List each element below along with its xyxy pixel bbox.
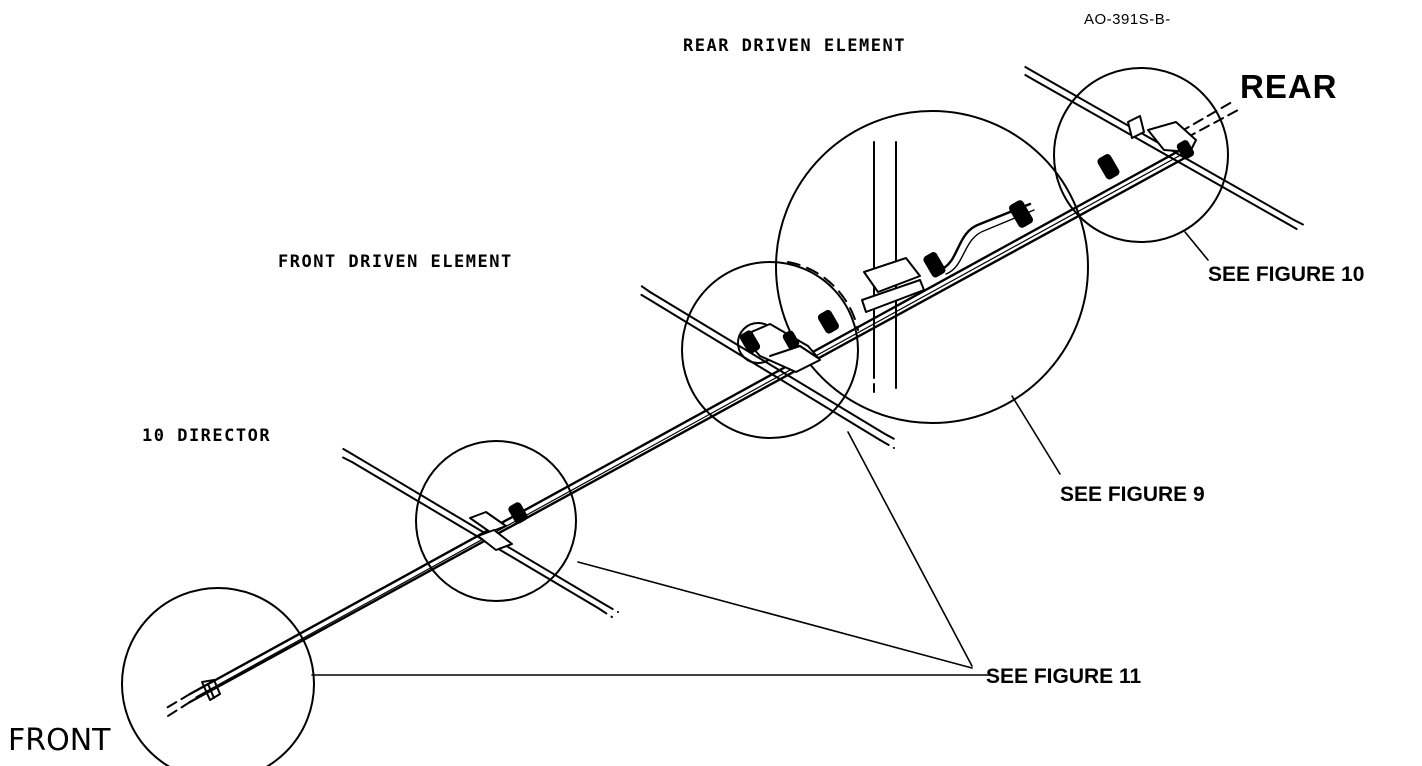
mast (861, 137, 946, 393)
front-driven-element (639, 284, 899, 449)
detail-circle-director (415, 440, 577, 602)
detail-circle-rear (1053, 67, 1229, 243)
hidden-arc (787, 261, 859, 331)
leader-lines (311, 231, 1209, 676)
see-figure-10-callout: SEE FIGURE 10 (1208, 263, 1365, 286)
rear-driven-element-label: REAR DRIVEN ELEMENT (683, 36, 906, 56)
detail-circle-front (121, 587, 315, 766)
document-id: AO-391S-B- (1084, 11, 1171, 28)
see-figure-9-callout: SEE FIGURE 9 (1060, 483, 1205, 506)
feed-line (938, 200, 1035, 275)
detail-circle-rear-driven (775, 110, 1089, 424)
director-label: 10 DIRECTOR (142, 426, 272, 446)
director-element (337, 446, 619, 618)
front-driven-element-label: FRONT DRIVEN ELEMENT (278, 252, 513, 272)
detail-circle-front-driven (681, 261, 859, 439)
boom (162, 145, 1194, 717)
rear-driven-element (1021, 64, 1307, 232)
see-figure-11-callout: SEE FIGURE 11 (986, 665, 1142, 688)
rear-label: REAR (1240, 68, 1338, 105)
front-label: FRONT (8, 723, 111, 758)
